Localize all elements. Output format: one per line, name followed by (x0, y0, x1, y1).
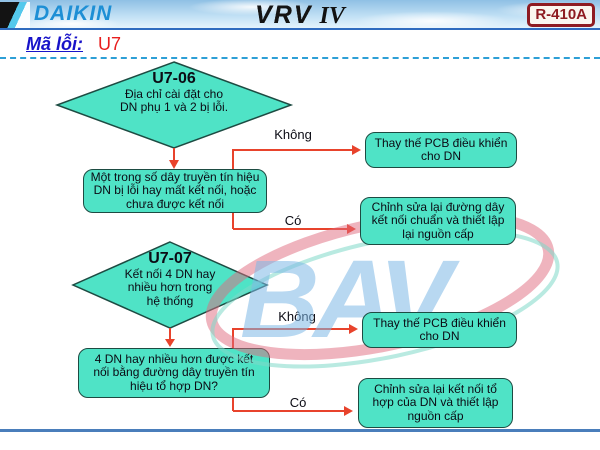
decision-line: DN phụ 1 và 2 bị lỗi. (119, 100, 229, 114)
statement-line: chưa được kết nối (126, 196, 224, 211)
daikin-logo: DAIKIN (0, 0, 112, 28)
refrigerant-badge: R-410A (527, 3, 595, 27)
action-line: cho DN (419, 329, 460, 343)
action-line: Thay thế PCB điều khiển (373, 315, 506, 330)
dashed-divider (0, 57, 600, 59)
error-code-row: Mã lỗi: U7 (26, 34, 121, 55)
branch-label-yes-1: Có (284, 213, 302, 228)
action-line: lại nguồn cấp (402, 226, 474, 241)
decision-text-u7-06: U7-06 Địa chỉ cài đặt cho DN phụ 1 và 2 … (64, 70, 284, 115)
action-line: Thay thế PCB điều khiển (374, 135, 508, 150)
bottom-rule (0, 429, 600, 432)
action-line: nguồn cấp (407, 408, 464, 423)
decision-text-u7-07: U7-07 Kết nối 4 DN hay nhiều hơn trong h… (70, 250, 270, 308)
action-line: Chỉnh sửa lại đường dây (371, 199, 505, 214)
action-box-fix-wiring-1: Chỉnh sửa lại đường dây kết nối chuẩn và… (360, 197, 516, 245)
action-line: kết nối chuẩn và thiết lập (371, 213, 505, 228)
action-line: hợp của DN và thiết lập (372, 395, 499, 410)
statement-line: nối bằng đường dây truyền tín (93, 365, 255, 380)
decision-line: Địa chỉ cài đặt cho (124, 86, 224, 101)
daikin-logo-icon (0, 1, 30, 28)
statement-line: Một trong số dây truyền tín hiệu (90, 169, 260, 184)
error-code-value: U7 (98, 34, 122, 54)
action-box-replace-pcb-1: Thay thế PCB điều khiển cho DN (365, 132, 517, 168)
decision-title: U7-07 (148, 250, 192, 267)
product-name: VRV (255, 1, 313, 29)
action-line: Chỉnh sửa lại kết nối tổ (374, 381, 497, 396)
statement-line: hiệu tổ hợp DN? (130, 378, 218, 393)
decision-line: Kết nối 4 DN hay (124, 266, 216, 281)
daikin-brand-text: DAIKIN (34, 2, 113, 25)
action-box-replace-pcb-2: Thay thế PCB điều khiển cho DN (362, 312, 517, 348)
product-generation: IV (319, 3, 345, 29)
statement-box-u7-06: Một trong số dây truyền tín hiệu DN bị l… (83, 169, 267, 213)
branch-label-yes-2: Có (289, 395, 307, 410)
branch-label-no-2: Không (278, 309, 316, 324)
action-line: cho DN (420, 149, 461, 163)
error-code-label: Mã lỗi: (26, 34, 83, 54)
branch-label-no-1: Không (274, 127, 312, 142)
decision-line: hệ thống (146, 293, 194, 308)
action-box-fix-wiring-2: Chỉnh sửa lại kết nối tổ hợp của DN và t… (358, 378, 513, 428)
decision-line: nhiều hơn trong (127, 280, 213, 294)
statement-line: DN bị lỗi hay mất kết nối, hoặc (93, 183, 257, 198)
statement-box-u7-07: 4 DN hay nhiều hơn được kết nối bằng đườ… (78, 348, 270, 398)
decision-title: U7-06 (152, 70, 196, 87)
